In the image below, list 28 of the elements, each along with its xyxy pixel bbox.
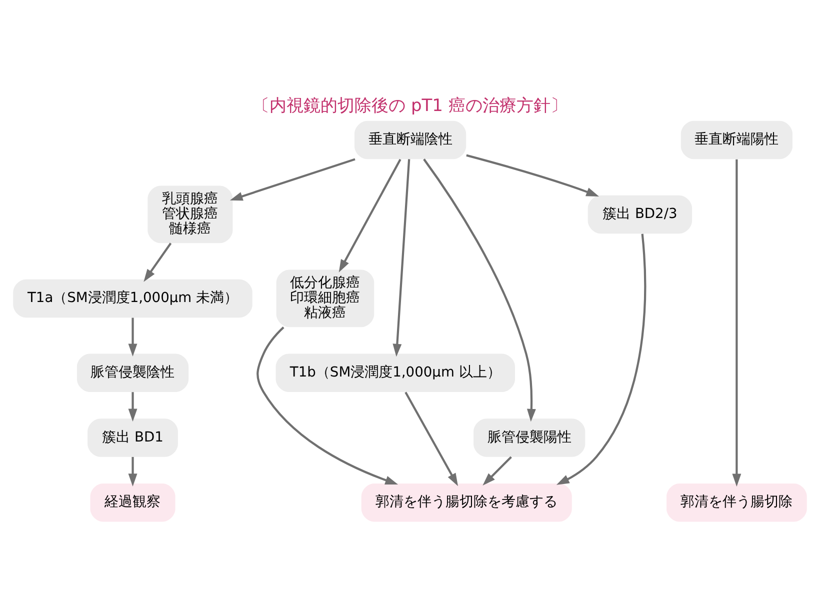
node-box: 簇出 BD2/3 xyxy=(588,195,692,234)
node-box: 乳頭腺癌 管状腺癌 髄様癌 xyxy=(148,186,233,244)
arrow xyxy=(392,159,410,357)
node-box: 垂直断端陰性 xyxy=(354,120,466,160)
arrow xyxy=(256,326,398,485)
node-box: 簇出 BD1 xyxy=(88,418,178,457)
arrow xyxy=(466,154,599,196)
node-box: 脈管侵襲陰性 xyxy=(76,354,189,392)
node-box: 低分化腺癌 印環細胞癌 粘液癌 xyxy=(276,270,374,328)
arrow xyxy=(144,242,172,282)
node-box: 脈管侵襲陽性 xyxy=(474,418,586,457)
node-box: 経過観察 xyxy=(90,483,176,522)
arrow xyxy=(482,456,512,486)
arrow xyxy=(230,158,356,201)
arrow xyxy=(404,392,458,486)
node-box: T1b（SM浸潤度1,000μm 以上） xyxy=(276,354,515,392)
diagram-title: 〔内視鏡的切除後の pT1 癌の治療方針〕 xyxy=(252,96,568,116)
arrow xyxy=(128,392,138,422)
arrow xyxy=(128,318,138,357)
arrow xyxy=(128,456,138,486)
arrow xyxy=(556,234,646,485)
node-box: 郭清を伴う腸切除 xyxy=(666,483,807,522)
arrow xyxy=(732,159,742,487)
node-box: 郭清を伴う腸切除を考慮する xyxy=(361,483,572,522)
node-box: 垂直断端陽性 xyxy=(680,120,792,160)
arrow xyxy=(338,158,402,272)
arrow xyxy=(423,158,536,422)
node-box: T1a（SM浸潤度1,000μm 未満） xyxy=(13,279,252,318)
